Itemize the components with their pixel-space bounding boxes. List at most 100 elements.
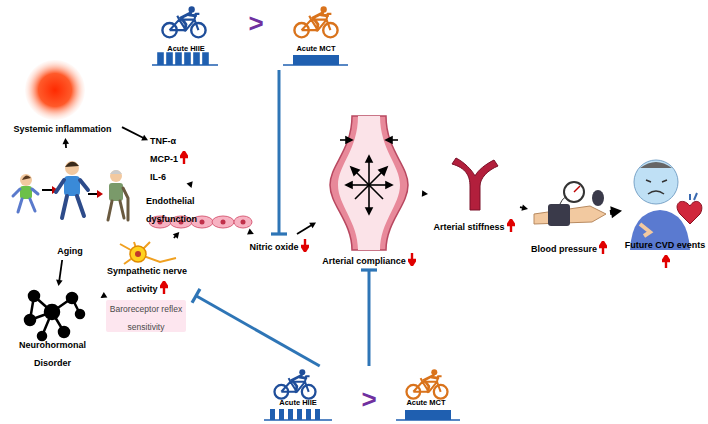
arrow-connector xyxy=(297,222,316,234)
node-label: Future CVD events xyxy=(625,240,706,250)
concept-node: Systemic inflammation xyxy=(5,58,120,136)
label-line: MCP-1 xyxy=(150,148,188,166)
concept-node: TNF-αMCP-1IL-6 xyxy=(150,130,212,184)
connector-line xyxy=(248,231,250,233)
highlight-box: Baroreceptor reflex sensitivity xyxy=(106,300,186,332)
neuron-icon xyxy=(120,242,176,264)
decrease-arrow xyxy=(301,239,309,252)
label-line: Arterial compliance xyxy=(322,250,416,268)
increase-arrow xyxy=(160,281,168,294)
connector-line xyxy=(122,127,144,138)
increase-arrow xyxy=(507,219,515,232)
stiff-artery-icon xyxy=(452,158,498,210)
connector-line xyxy=(278,70,281,234)
connector-line xyxy=(368,270,371,366)
node-label: MCP-1 xyxy=(150,154,178,164)
inhibition-connector xyxy=(361,270,377,366)
arrowhead xyxy=(101,292,108,298)
connector-line xyxy=(422,193,423,195)
connector-line xyxy=(59,260,62,281)
inhibition-connector xyxy=(271,70,287,234)
arrow-connector xyxy=(56,260,63,286)
node-label: Blood pressure xyxy=(531,244,597,254)
concept-node: Sympathetic nerve activity xyxy=(100,240,194,296)
node-label: IL-6 xyxy=(150,172,166,182)
connector-line xyxy=(196,296,320,366)
comparison-symbol: > xyxy=(243,10,269,36)
arrow-connector xyxy=(122,127,148,140)
exercise-icons xyxy=(152,6,348,65)
concept-node: Endothelial dysfunction xyxy=(146,190,252,230)
node-label: Acute MCT xyxy=(390,399,462,407)
node-label: TNF-α xyxy=(150,136,176,146)
concept-node: Blood pressure xyxy=(530,180,608,256)
connector-line xyxy=(520,206,523,208)
node-label: Systemic inflammation xyxy=(13,124,111,134)
concept-node: Acute HIIE > Acute MCT xyxy=(150,4,350,68)
node-label: Arterial compliance xyxy=(322,256,406,266)
node-label: Arterial stiffness xyxy=(433,222,504,232)
arrow-connector xyxy=(101,292,108,298)
node-label: Neurohormonal Disorder xyxy=(19,340,86,368)
arrowhead xyxy=(173,232,179,239)
aging-figures xyxy=(13,161,128,220)
arrow-connector xyxy=(186,181,192,188)
label-line: Baroreceptor reflex sensitivity xyxy=(108,298,184,334)
arrowhead xyxy=(610,206,622,218)
comparison-symbol: > xyxy=(356,386,382,412)
label-line: Future CVD events xyxy=(624,234,706,270)
arrowhead xyxy=(422,190,428,197)
concept-node: Aging xyxy=(5,150,135,258)
arrow-connector xyxy=(422,190,428,197)
arrow-connector xyxy=(520,204,528,210)
node-label: Acute HIIE xyxy=(150,45,222,53)
arrow-connector xyxy=(173,232,179,239)
node-label: Nitric oxide xyxy=(249,242,298,252)
concept-node: Acute HIIE > Acute MCT xyxy=(262,368,462,412)
inflammation-glow xyxy=(25,60,85,120)
label-line: Aging xyxy=(57,240,83,258)
node-label: Endothelial dysfunction xyxy=(146,196,197,224)
connector-line xyxy=(174,236,176,238)
arrow-connector xyxy=(610,206,622,218)
label-line: Neurohormonal Disorder xyxy=(10,334,96,370)
artery-icon xyxy=(330,116,408,250)
network-icon xyxy=(25,291,84,340)
node-label: Acute HIIE xyxy=(262,399,334,407)
concept-node: Future CVD events xyxy=(624,140,706,270)
node-label: Acute MCT xyxy=(280,45,352,53)
connector-line xyxy=(189,183,192,186)
concept-node: Arterial stiffness xyxy=(430,160,518,234)
label-line: IL-6 xyxy=(150,166,166,184)
increase-arrow xyxy=(662,255,670,268)
connector-line xyxy=(102,295,105,297)
blood-pressure-icon xyxy=(534,182,606,226)
concept-node: Nitric oxide xyxy=(244,236,314,254)
concept-node: Arterial compliance xyxy=(318,112,420,268)
label-line: Nitric oxide xyxy=(249,236,308,254)
node-label: Sympathetic nerve activity xyxy=(107,266,187,294)
decrease-arrow xyxy=(408,253,416,266)
exercise-icons xyxy=(264,369,460,420)
connector-line xyxy=(297,225,312,234)
label-line: Sympathetic nerve activity xyxy=(106,260,188,296)
label-line: TNF-α xyxy=(150,130,176,148)
node-label: Baroreceptor reflex sensitivity xyxy=(110,304,182,332)
arrowhead xyxy=(247,229,254,235)
label-line: Systemic inflammation xyxy=(13,118,111,136)
increase-arrow xyxy=(599,241,607,254)
node-label: Aging xyxy=(57,246,83,256)
label-line: Arterial stiffness xyxy=(433,216,514,234)
arrow-connector xyxy=(247,229,254,235)
label-line: Endothelial dysfunction xyxy=(146,190,218,226)
label-line: Blood pressure xyxy=(531,238,607,256)
connector-line xyxy=(65,143,67,148)
inhibition-connector xyxy=(192,289,320,366)
concept-node: Neurohormonal Disorder xyxy=(5,288,100,370)
arrow-connector xyxy=(63,138,70,148)
increase-arrow xyxy=(180,151,188,164)
cvd-person-icon xyxy=(630,160,702,250)
